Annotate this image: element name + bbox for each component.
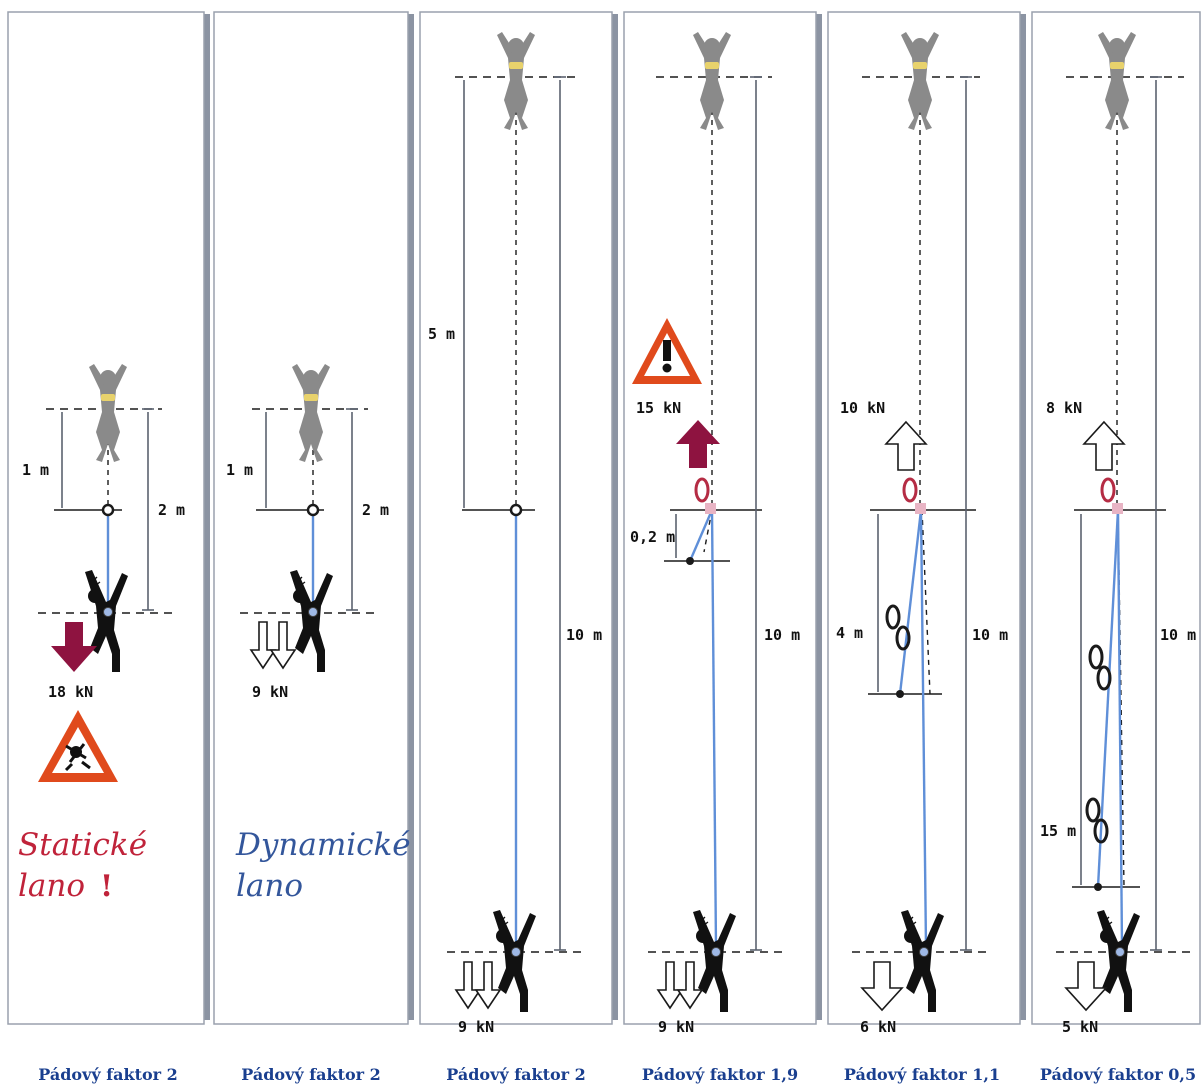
panel-6: 8 kN 15 m 10 m 5 kN Pádový faktor 0,5 xyxy=(1031,11,1201,1084)
rope-length-label: 10 m xyxy=(566,626,602,644)
rope-segment xyxy=(688,509,714,562)
impact-force-label: 6 kN xyxy=(860,1018,896,1036)
hollow-down-arrows-icon xyxy=(656,961,704,1010)
heavy-up-arrow-icon xyxy=(676,420,720,468)
static-note-line1: Statické xyxy=(18,827,147,863)
impact-force-label: 9 kN xyxy=(252,683,288,701)
rope-length-label: 2 m xyxy=(362,501,389,519)
top-force-label: 10 kN xyxy=(840,399,885,417)
hollow-down-arrow-icon xyxy=(860,961,904,1012)
rope-length-label: 10 m xyxy=(972,626,1008,644)
rope-length-label: 2 m xyxy=(158,501,185,519)
top-force-label: 15 kN xyxy=(636,399,681,417)
rope-segment xyxy=(898,509,923,695)
panel-4: 15 kN 0,2 m 10 m 9 kN Pádový faktor 1,9 xyxy=(623,11,822,1084)
static-note-mark: ! xyxy=(100,869,113,904)
panel-caption: Pádový faktor 2 xyxy=(446,1065,586,1084)
impact-force-label: 5 kN xyxy=(1062,1018,1098,1036)
falling-climber-warning-icon xyxy=(38,710,118,782)
extra-length-label: 15 m xyxy=(1040,822,1076,840)
panel-5: 10 kN 4 m 10 m 6 kN Pádový faktor 1,1 xyxy=(827,11,1026,1084)
hollow-up-arrow-icon xyxy=(884,420,928,471)
hollow-down-arrows-icon xyxy=(249,621,297,670)
extra-length-label: 4 m xyxy=(836,624,863,642)
rope-length-label: 10 m xyxy=(764,626,800,644)
carabiner-icon xyxy=(694,477,710,503)
fall-height-label: 5 m xyxy=(428,325,455,343)
rope-segment xyxy=(710,509,718,949)
dynamic-note-line1: Dynamické xyxy=(235,827,411,863)
panel-3: 5 m 10 m 9 kN Pádový faktor 2 xyxy=(419,11,618,1084)
panel-1: 1 m 2 m 18 kN Statické lano ! Pádový fak… xyxy=(7,11,210,1084)
panel-caption: Pádový faktor 0,5 xyxy=(1040,1065,1196,1084)
extra-length-label: 0,2 m xyxy=(630,528,675,546)
impact-force-label: 9 kN xyxy=(658,1018,694,1036)
hollow-down-arrows-icon xyxy=(454,961,502,1010)
rope-length-label: 10 m xyxy=(1160,626,1196,644)
top-force-label: 8 kN xyxy=(1046,399,1082,417)
panel-caption: Pádový faktor 2 xyxy=(38,1065,178,1084)
rope-segment xyxy=(1096,509,1120,888)
panel-caption: Pádový faktor 1,1 xyxy=(844,1065,1000,1084)
fall-height-label: 1 m xyxy=(22,461,49,479)
impact-force-label: 9 kN xyxy=(458,1018,494,1036)
heavy-down-arrow-icon xyxy=(51,622,97,672)
carabiner-icon xyxy=(902,477,918,503)
hollow-down-arrow-icon xyxy=(1064,961,1108,1012)
panel-2: 1 m 2 m 9 kN Dynamické lano Pádový fakto… xyxy=(213,11,414,1084)
impact-force-label: 18 kN xyxy=(48,683,93,701)
rope-segment xyxy=(919,509,928,949)
static-note-line2: lano xyxy=(18,868,85,904)
dynamic-note-line2: lano xyxy=(236,868,303,904)
rope-segment xyxy=(1116,509,1124,949)
panel-caption: Pádový faktor 1,9 xyxy=(642,1065,798,1084)
fall-height-label: 1 m xyxy=(226,461,253,479)
panel-caption: Pádový faktor 2 xyxy=(241,1065,381,1084)
carabiner-icon xyxy=(1100,477,1116,503)
exclamation-warning-icon xyxy=(632,318,702,384)
hollow-up-arrow-icon xyxy=(1082,420,1126,471)
